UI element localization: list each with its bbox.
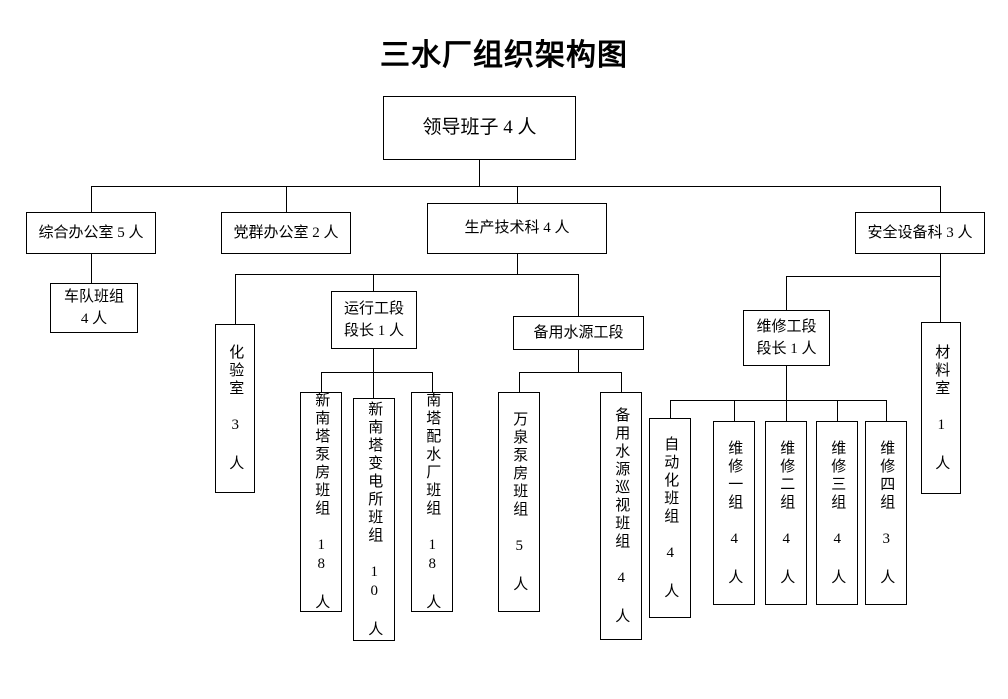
connector-drop-material-room [940, 276, 941, 322]
connector-leadership-stem [479, 160, 480, 186]
connector-drop-party-office [286, 186, 287, 212]
node-repair-group-2-label: 维修二组 4 人 [778, 439, 795, 587]
connector-drop-wanquan-pump [519, 372, 520, 392]
node-leadership-label: 领导班子 4 人 [422, 116, 537, 138]
node-material-room[interactable]: 材料室 1 人 [921, 322, 961, 494]
node-nanta-waterworks[interactable]: 南塔配水厂班组 18 人 [411, 392, 453, 612]
connector-backup-water-stem [578, 350, 579, 372]
node-production-tech-label: 生产技术科 4 人 [464, 220, 570, 237]
node-backup-water-section[interactable]: 备用水源工段 [513, 316, 644, 350]
connector-production-tech-stem [517, 254, 518, 274]
node-xinnanta-substation-label: 新南塔变电所班组 10 人 [366, 400, 383, 639]
connector-drop-xinnanta-pump [321, 372, 322, 392]
node-backup-water-patrol[interactable]: 备用水源巡视班组 4 人 [600, 392, 642, 640]
node-lab-room[interactable]: 化验室 3 人 [215, 324, 255, 493]
node-xinnanta-pump-label: 新南塔泵房班组 18 人 [313, 392, 330, 612]
node-nanta-waterworks-label: 南塔配水厂班组 18 人 [424, 392, 441, 612]
node-general-office-label: 综合办公室 5 人 [38, 224, 144, 241]
connector-drop-nanta-waterworks [432, 372, 433, 392]
connector-drop-automation-team [670, 400, 671, 418]
connector-maintenance-section-stem [786, 366, 787, 400]
connector-drop-repair-group-4 [886, 400, 887, 421]
node-safety-equipment-label: 安全设备科 3 人 [867, 224, 973, 241]
node-party-office[interactable]: 党群办公室 2 人 [221, 212, 351, 254]
connector-safety-equipment-stem [940, 254, 941, 276]
connector-drop-lab-room [235, 274, 236, 324]
node-maintenance-section[interactable]: 维修工段 段长 1 人 [743, 310, 830, 366]
connector-drop-production-tech [517, 186, 518, 212]
connector-drop-operation-section [373, 274, 374, 291]
connector-drop-repair-group-2 [786, 400, 787, 421]
node-safety-equipment[interactable]: 安全设备科 3 人 [855, 212, 985, 254]
node-operation-section[interactable]: 运行工段 段长 1 人 [331, 291, 417, 349]
node-party-office-label: 党群办公室 2 人 [233, 224, 339, 241]
connector-backup-water-bus [519, 372, 621, 373]
node-fleet-team[interactable]: 车队班组 4 人 [50, 283, 138, 333]
node-repair-group-1[interactable]: 维修一组 4 人 [713, 421, 755, 605]
node-wanquan-pump-label: 万泉泵房班组 5 人 [511, 410, 528, 594]
connector-drop-backup-water-patrol [621, 372, 622, 392]
node-xinnanta-substation[interactable]: 新南塔变电所班组 10 人 [353, 398, 395, 641]
node-operation-section-label: 运行工段 段长 1 人 [343, 300, 404, 340]
node-leadership[interactable]: 领导班子 4 人 [383, 96, 576, 160]
node-repair-group-3[interactable]: 维修三组 4 人 [816, 421, 858, 605]
connector-drop-xinnanta-substation [373, 372, 374, 398]
connector-drop-backup-water-section [578, 274, 579, 316]
node-general-office[interactable]: 综合办公室 5 人 [26, 212, 156, 254]
node-automation-team[interactable]: 自动化班组 4 人 [649, 418, 691, 618]
connector-production-tech-bus [235, 274, 579, 275]
connector-safety-equipment-bus [786, 276, 941, 277]
page-title: 三水厂组织架构图 [380, 39, 628, 72]
connector-operation-section-stem [373, 349, 374, 372]
connector-drop-maintenance-section [786, 276, 787, 310]
connector-drop-general-office [91, 186, 92, 212]
node-repair-group-1-label: 维修一组 4 人 [726, 439, 743, 587]
node-automation-team-label: 自动化班组 4 人 [662, 435, 679, 601]
connector-drop-safety-equipment [940, 186, 941, 212]
connector-drop-repair-group-3 [837, 400, 838, 421]
connector-general-office-to-fleet [91, 254, 92, 283]
node-wanquan-pump[interactable]: 万泉泵房班组 5 人 [498, 392, 540, 612]
node-repair-group-3-label: 维修三组 4 人 [829, 439, 846, 587]
node-repair-group-4-label: 维修四组 3 人 [878, 439, 895, 587]
node-production-tech[interactable]: 生产技术科 4 人 [427, 203, 607, 254]
node-maintenance-section-label: 维修工段 段长 1 人 [756, 318, 817, 358]
node-material-room-label: 材料室 1 人 [933, 343, 950, 473]
node-backup-water-section-label: 备用水源工段 [533, 324, 624, 341]
node-repair-group-2[interactable]: 维修二组 4 人 [765, 421, 807, 605]
node-backup-water-patrol-label: 备用水源巡视班组 4 人 [613, 406, 630, 626]
node-repair-group-4[interactable]: 维修四组 3 人 [865, 421, 907, 605]
node-xinnanta-pump[interactable]: 新南塔泵房班组 18 人 [300, 392, 342, 612]
connector-drop-repair-group-1 [734, 400, 735, 421]
connector-operation-section-bus [321, 372, 432, 373]
connector-level1-bus [91, 186, 940, 187]
node-fleet-team-label: 车队班组 4 人 [63, 288, 124, 328]
node-lab-room-label: 化验室 3 人 [227, 344, 244, 473]
connector-maintenance-section-bus [670, 400, 886, 401]
